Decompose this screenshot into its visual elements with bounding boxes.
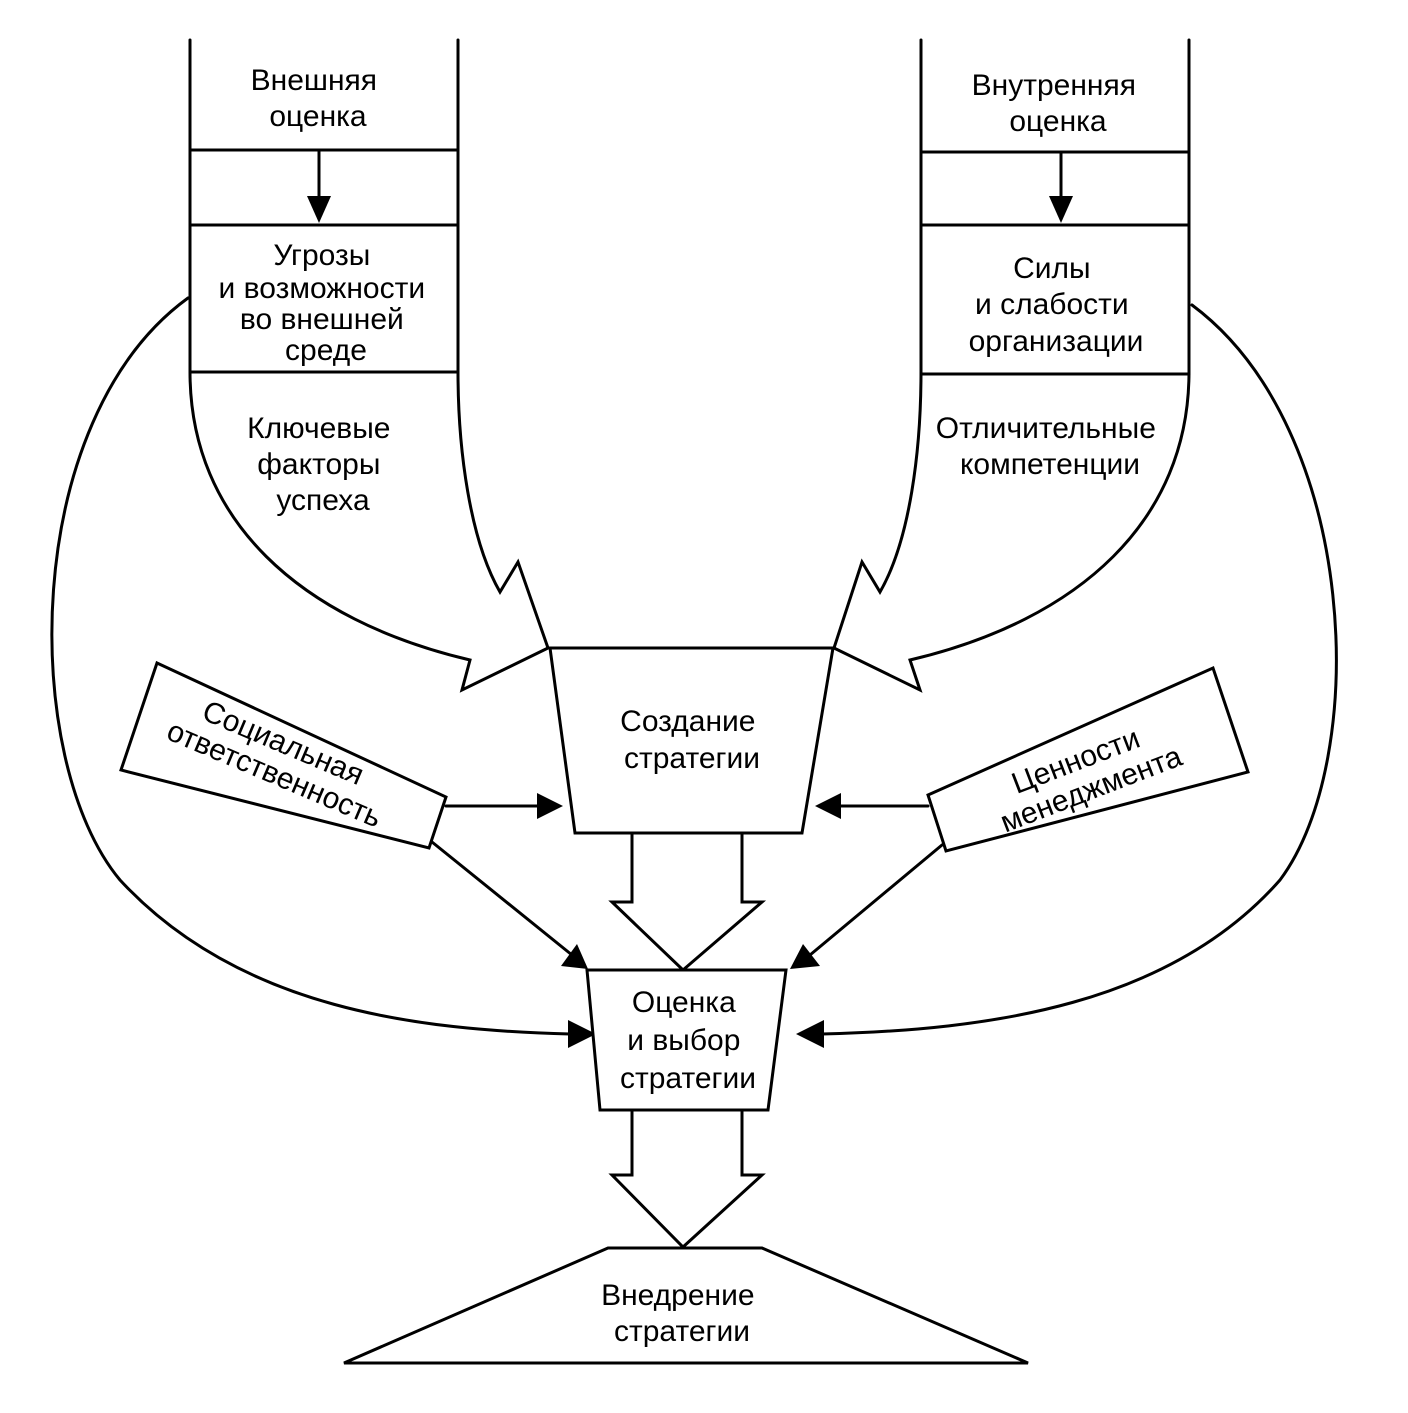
strategy-creation-box (548, 646, 835, 835)
internal-down-arrowhead (1049, 196, 1073, 223)
left-outer-curve-arrowhead (568, 1020, 596, 1048)
implementation-box (343, 1246, 1029, 1365)
social-to-evaluation-arrowhead (561, 944, 588, 969)
evaluation-choice-label: Оценка и выбор стратегии (620, 986, 756, 1095)
key-success-factors-label: Ключевые факторы успеха (247, 412, 399, 517)
management-values-box (926, 665, 1250, 853)
values-to-evaluation-arrow (808, 843, 944, 957)
threats-opportunities-label: Угрозы и возможности во внешней среде (219, 239, 434, 367)
internal-column-left-edge (832, 38, 923, 650)
social-responsibility-box (119, 660, 448, 850)
internal-assessment-label: Внутренняя оценка (972, 69, 1145, 138)
strategy-creation-label: Создание стратегии (620, 705, 764, 775)
implementation-label: Внедрение стратегии (601, 1279, 763, 1348)
internal-assessment-column (832, 38, 1191, 693)
strengths-weaknesses-label: Силы и слабости организации (969, 252, 1144, 358)
creation-to-evaluation-hollow-arrow (608, 831, 767, 973)
values-to-evaluation-arrowhead (790, 944, 820, 969)
external-column-right-edge (456, 38, 550, 650)
external-assessment-label: Внешняя оценка (251, 64, 386, 133)
internal-column-right-edge (832, 38, 1191, 693)
right-outer-curve-arrow (820, 303, 1338, 1036)
right-outer-curve-arrowhead (796, 1020, 824, 1048)
external-down-arrowhead (307, 196, 331, 223)
external-assessment-column (188, 38, 550, 693)
external-column-left-edge (188, 38, 550, 693)
evaluation-choice-box (585, 968, 788, 1112)
evaluation-to-implementation-hollow-arrow (608, 1108, 766, 1250)
values-to-creation-arrowhead (815, 793, 841, 819)
social-to-creation-arrowhead (537, 793, 563, 819)
social-to-evaluation-arrow (430, 840, 574, 957)
left-outer-curve-arrow (50, 296, 572, 1036)
distinctive-competencies-label: Отличительные компетенции (936, 412, 1164, 481)
